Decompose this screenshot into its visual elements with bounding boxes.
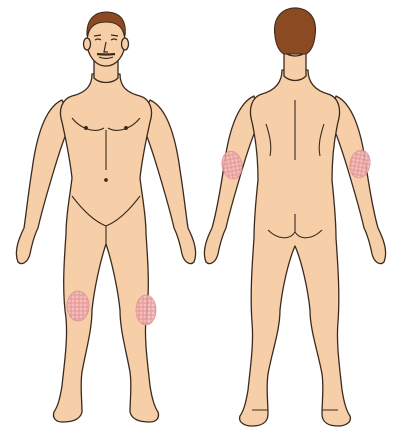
front-left-knee-lesion [67, 291, 89, 321]
front-right-knee-lesion [136, 295, 156, 325]
front-left-ear [84, 38, 91, 50]
front-figure [16, 18, 195, 422]
front-torso-legs [53, 74, 158, 422]
back-hair [275, 8, 316, 54]
front-right-ear [122, 38, 129, 50]
